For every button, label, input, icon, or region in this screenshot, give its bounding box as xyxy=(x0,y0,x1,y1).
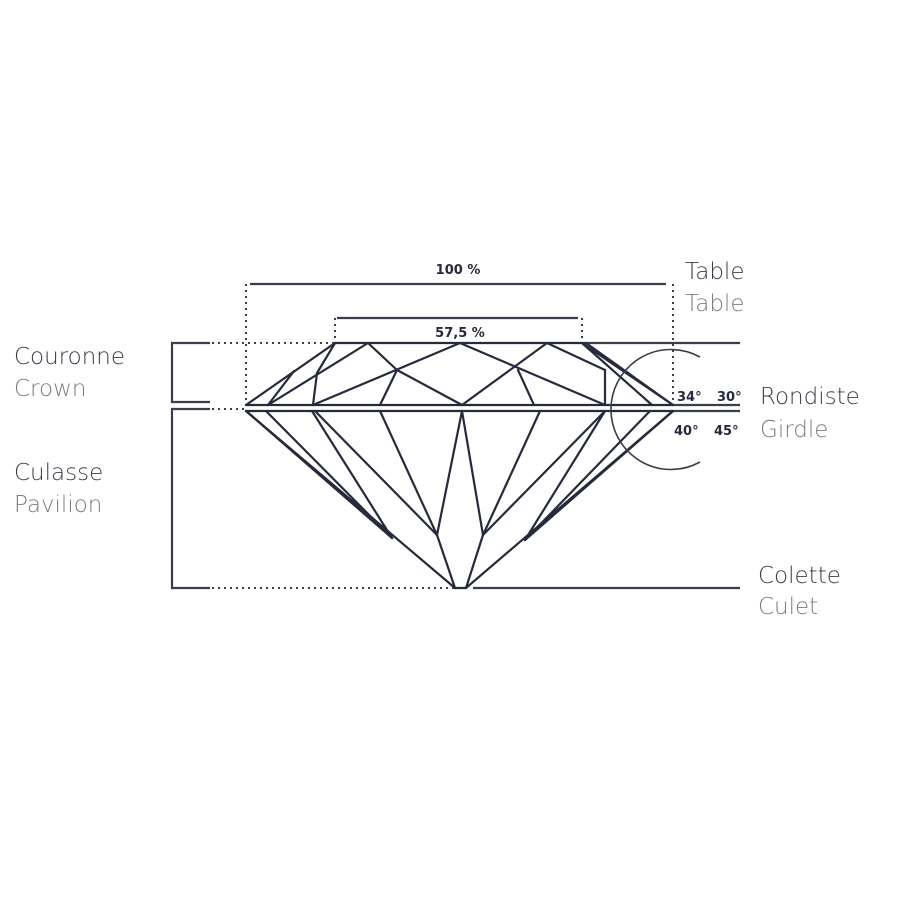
crown-facets xyxy=(244,341,675,413)
pavilion-label-en: Pavilion xyxy=(14,492,102,518)
table-width-label: 57,5 % xyxy=(435,326,485,341)
crown-label-fr: Couronne xyxy=(14,344,125,370)
total-width-label: 100 % xyxy=(436,263,481,278)
girdle-label-en: Girdle xyxy=(760,417,828,443)
total-width-dimension: 100 % xyxy=(245,263,674,405)
table-width-dimension: 57,5 % xyxy=(334,316,583,343)
culet-label-fr: Colette xyxy=(758,563,841,589)
crown-angle-min: 34° xyxy=(677,390,702,405)
crown-label-en: Crown xyxy=(14,376,86,402)
table-label-en: Table xyxy=(685,291,744,317)
pavilion-label-fr: Culasse xyxy=(14,460,103,486)
pavilion-angle-min: 40° xyxy=(674,424,699,439)
crown-angle-max: 30° xyxy=(717,390,742,405)
culet-label-en: Culet xyxy=(758,594,818,620)
pavilion-angle-max: 45° xyxy=(714,424,739,439)
crown-bracket xyxy=(170,341,335,404)
angle-arc xyxy=(610,348,701,471)
pavilion-bracket xyxy=(170,407,455,590)
pavilion-facets xyxy=(244,409,675,590)
table-label-fr: Table xyxy=(685,259,744,285)
girdle-label-fr: Rondiste xyxy=(760,384,860,410)
